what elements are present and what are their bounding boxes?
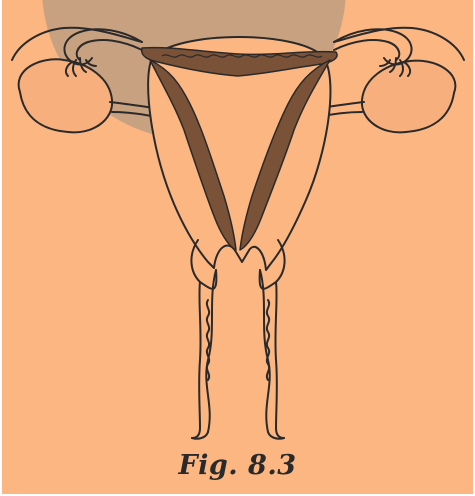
vaginal-opening [192, 432, 284, 439]
right-fallopian-tube-lower [334, 40, 399, 60]
cervix-right [275, 240, 284, 438]
figure-caption: Fig. 8.3 [2, 450, 473, 481]
cervix-left [191, 240, 200, 438]
vagina-folds-right [267, 300, 269, 380]
vagina-folds-left [207, 300, 209, 380]
right-ovary [362, 61, 456, 133]
